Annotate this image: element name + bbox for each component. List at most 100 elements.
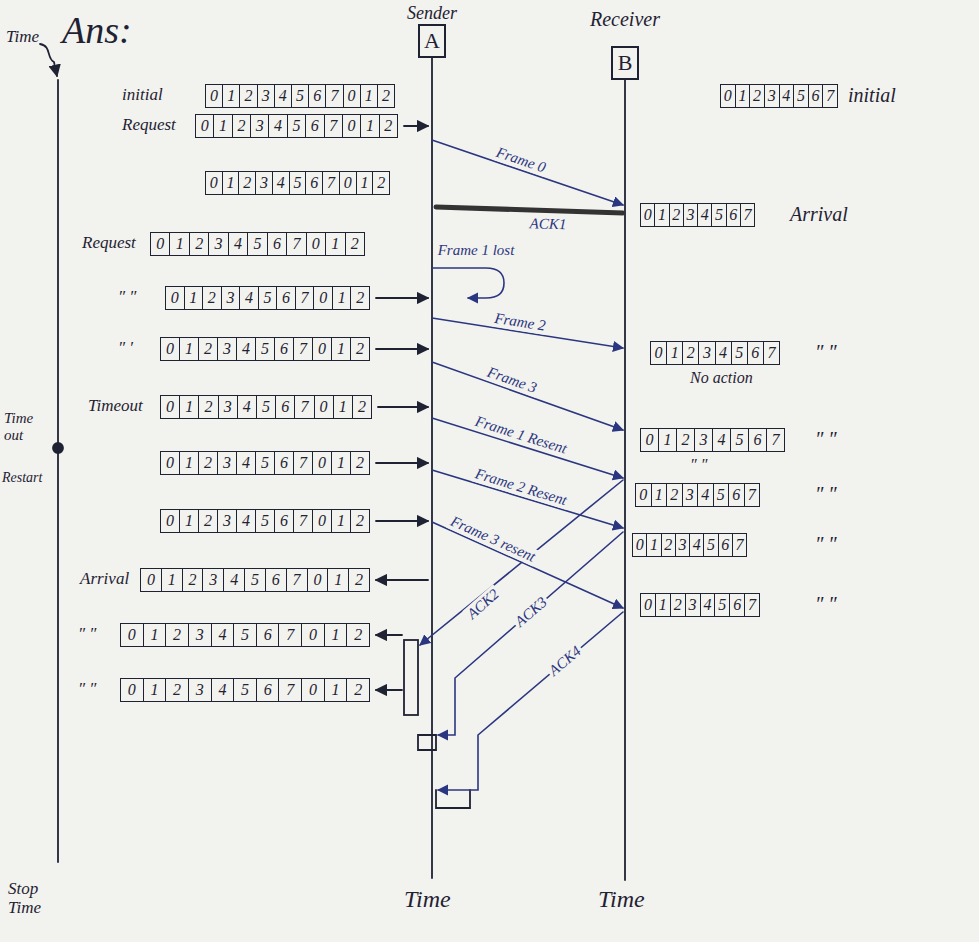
sequence-number: 2	[165, 679, 188, 701]
window-strip: 01234567	[632, 533, 747, 557]
sequence-number: 7	[278, 679, 301, 701]
request-arrow	[376, 462, 428, 464]
sequence-number: 1	[331, 510, 350, 532]
sequence-number: 1	[327, 569, 348, 591]
sequence-number: 2	[198, 510, 217, 532]
window-strip: 01234567	[640, 428, 785, 452]
request-arrow	[378, 406, 428, 408]
sequence-number: 2	[682, 342, 698, 364]
sequence-number: 4	[223, 569, 244, 591]
sequence-number: 2	[232, 115, 250, 137]
sequence-number: 0	[641, 429, 658, 451]
arrival-arrow	[376, 689, 402, 691]
sequence-number: 1	[735, 85, 750, 107]
sequence-number: 3	[188, 624, 211, 646]
sequence-number: 2	[350, 452, 369, 474]
sequence-number: 6	[308, 85, 325, 107]
note-label: ″ ′	[118, 339, 133, 358]
sequence-number: 1	[179, 452, 198, 474]
sequence-number: 3	[218, 396, 237, 418]
sequence-number: 5	[730, 429, 748, 451]
window-strip: 01234567	[720, 84, 838, 108]
note-label: Request	[122, 116, 176, 135]
sequence-number: 0	[721, 85, 735, 107]
sequence-number: 4	[268, 115, 286, 137]
sequence-number: 1	[360, 115, 378, 137]
sequence-number: 1	[324, 679, 347, 701]
note-label: initial	[848, 84, 896, 106]
ack-arrow	[420, 480, 623, 645]
window-strip: 01234567012	[120, 678, 370, 702]
window-strip: 01234567012	[195, 114, 398, 138]
sequence-number: 1	[331, 452, 350, 474]
sequence-number: 1	[325, 233, 344, 255]
sequence-number: 4	[239, 287, 258, 309]
sequence-number: 6	[274, 338, 293, 360]
sequence-number: 1	[222, 172, 239, 194]
sequence-number: 4	[236, 338, 255, 360]
sequence-number: 1	[356, 172, 373, 194]
role-heading: Receiver	[590, 8, 660, 30]
sequence-number: 0	[339, 172, 356, 194]
sequence-number: 6	[729, 594, 744, 616]
sequence-number: 2	[666, 484, 682, 506]
sequence-number: 3	[682, 484, 698, 506]
window-strip: 01234567012	[160, 395, 372, 419]
processing-bar	[418, 735, 436, 750]
sequence-number: 1	[331, 338, 350, 360]
sequence-number: 0	[161, 452, 179, 474]
sequence-number: 2	[345, 233, 364, 255]
sequence-number: 1	[179, 510, 198, 532]
sequence-number: 3	[202, 569, 223, 591]
sequence-number: 2	[676, 429, 694, 451]
time-arrow	[40, 44, 57, 76]
sequence-number: 2	[346, 624, 369, 646]
frame-arrow	[432, 522, 623, 608]
sequence-number: 0	[141, 569, 161, 591]
note-label: ″ ″	[815, 533, 837, 555]
sequence-number: 2	[670, 594, 685, 616]
sequence-number: 7	[293, 338, 312, 360]
sequence-number: 1	[333, 396, 352, 418]
note-label: Time out	[4, 410, 46, 443]
sequence-number: 4	[700, 594, 715, 616]
sequence-number: 0	[301, 624, 324, 646]
sequence-number: 4	[211, 679, 234, 701]
sequence-number: 0	[161, 396, 179, 418]
sequence-number: 5	[287, 115, 305, 137]
sequence-number: 4	[228, 233, 247, 255]
sequence-number: 1	[143, 679, 166, 701]
note-label: Arrival	[790, 203, 848, 225]
sequence-number: 2	[346, 679, 369, 701]
message-label: ACK2	[462, 584, 503, 623]
processing-bar	[436, 790, 470, 808]
sequence-number: 7	[324, 115, 342, 137]
sequence-number: 1	[143, 624, 166, 646]
message-label: Frame 2 Resent	[471, 464, 571, 509]
entity-box: SenderA	[418, 24, 446, 58]
sequence-number: 5	[256, 396, 275, 418]
sequence-number: 0	[306, 233, 325, 255]
sequence-number: 5	[714, 594, 729, 616]
sequence-number: 1	[179, 396, 198, 418]
sequence-number: 6	[747, 342, 763, 364]
frame-arrow	[432, 418, 623, 478]
sequence-number: 2	[198, 452, 217, 474]
sequence-number: 6	[718, 534, 732, 556]
sequence-number: 6	[305, 115, 323, 137]
sequence-number: 2	[198, 338, 217, 360]
sequence-number: 7	[766, 429, 784, 451]
sequence-number: 0	[641, 594, 655, 616]
sequence-number: 1	[324, 624, 347, 646]
sequence-number: 5	[291, 85, 308, 107]
ack-arrow	[436, 207, 623, 213]
message-label: Frame 3 resent	[447, 512, 541, 566]
sequence-number: 7	[295, 287, 314, 309]
sequence-number: 2	[202, 287, 221, 309]
sequence-number: 4	[272, 172, 289, 194]
sequence-number: 2	[165, 624, 188, 646]
sequence-number: 0	[342, 115, 360, 137]
sequence-number: 1	[666, 342, 682, 364]
note-label: Restart	[2, 470, 42, 485]
entity-letter: B	[618, 52, 633, 74]
